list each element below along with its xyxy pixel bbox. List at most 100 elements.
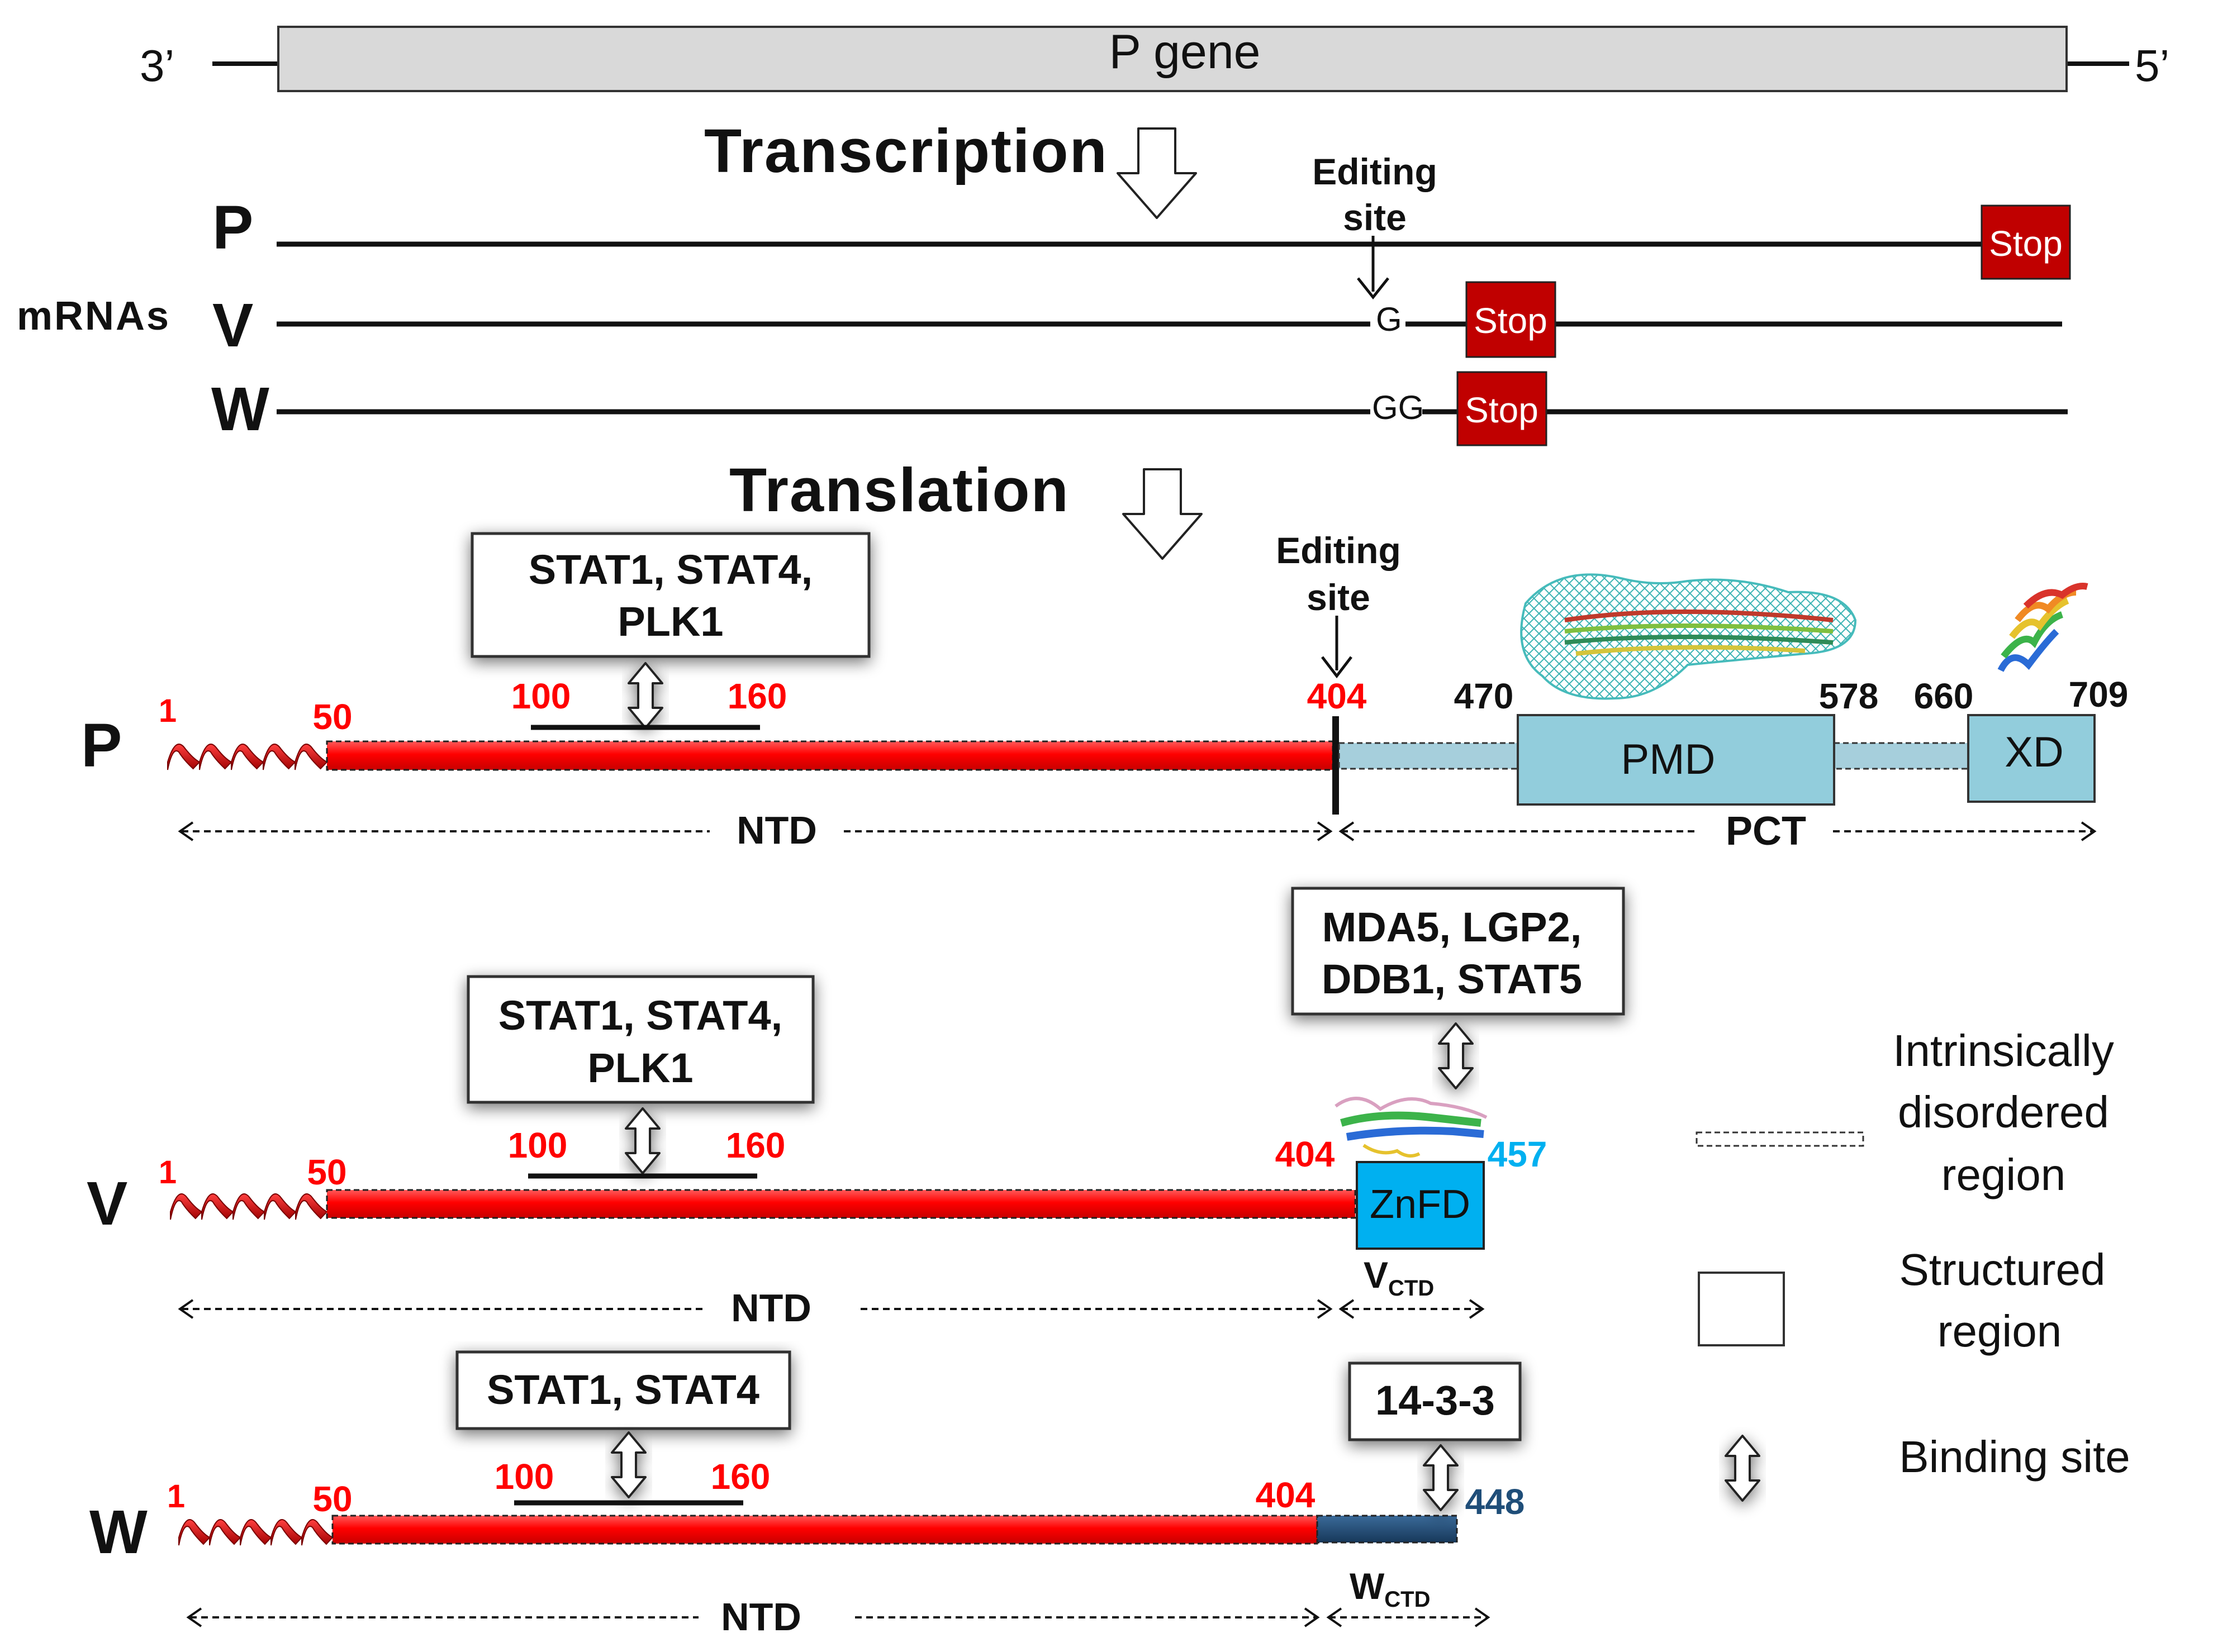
legend-structured-line2: region xyxy=(1937,1306,2062,1356)
p-n-terminal-helix xyxy=(167,744,328,770)
v-ctd-partners-line2: DDB1, STAT5 xyxy=(1322,956,1582,1002)
mrna-w-stop-label: Stop xyxy=(1465,390,1538,430)
p-pmd-label: PMD xyxy=(1621,736,1716,783)
v-ntd-arrowhead-left-icon xyxy=(178,1299,194,1319)
w-n-terminal-helix xyxy=(178,1519,334,1546)
w-ctd-label-main: W xyxy=(1350,1565,1385,1607)
p-editing-site-label-2: site xyxy=(1307,577,1370,618)
helix-turn xyxy=(270,1519,303,1546)
p-ntd-arrowhead-left-icon xyxy=(178,821,194,841)
p-pct-arrowhead-left-icon xyxy=(1338,821,1355,841)
v-ctd-arrowhead-left-icon xyxy=(1338,1299,1355,1319)
v-ctd-label-main: V xyxy=(1364,1254,1388,1296)
v-ctd-partners-line1: MDA5, LGP2, xyxy=(1322,904,1582,950)
helix-turn xyxy=(231,744,264,770)
legend-disordered-swatch xyxy=(1696,1131,1864,1147)
w-ctd-label: WCTD xyxy=(1350,1565,1431,1612)
legend-binding-site-icon xyxy=(1725,1435,1760,1502)
w-ctd-bar xyxy=(1316,1515,1458,1544)
gene-5prime-label: 5’ xyxy=(2135,41,2169,91)
v-binding-partners-box xyxy=(467,975,815,1104)
w-bind-end-number: 160 xyxy=(711,1456,771,1497)
p-edit-number: 404 xyxy=(1307,676,1367,716)
transcription-arrow-icon xyxy=(1117,127,1197,219)
helix-turn xyxy=(170,1193,203,1220)
mrna-v-stop-box xyxy=(1465,281,1556,358)
v-n-terminal-helix xyxy=(170,1193,328,1220)
w-binding-site-arrow-icon xyxy=(611,1431,647,1498)
v-ntd-arrowhead-right-icon xyxy=(1317,1299,1333,1319)
v-bind-start-number: 100 xyxy=(508,1125,568,1165)
p-pmd-box xyxy=(1517,714,1835,806)
v-ctd-partners-box xyxy=(1291,887,1625,1016)
mrna-editing-arrow-head-icon xyxy=(1357,277,1389,300)
v-znfd-label: ZnFD xyxy=(1370,1182,1470,1227)
gene-3prime-label: 3’ xyxy=(140,41,174,91)
p-ntd-label: NTD xyxy=(737,808,817,852)
v-ctd-arrowhead-right-icon xyxy=(1469,1299,1485,1319)
znfd-structure-image xyxy=(1335,1097,1488,1158)
v-binding-site-arrow-icon xyxy=(625,1107,661,1174)
w-ctd-arrowhead-left-icon xyxy=(1326,1607,1342,1627)
p-binding-partners-line2: PLK1 xyxy=(618,598,723,645)
p-xd-end-number: 709 xyxy=(2069,674,2129,715)
mrnas-label: mRNAs xyxy=(17,294,170,339)
p-pct-disordered-a xyxy=(1338,742,1519,770)
w-start-number: 1 xyxy=(167,1478,185,1515)
legend-structured-line1: Structured xyxy=(1899,1245,2105,1294)
p-helix-end-number: 50 xyxy=(312,697,352,737)
protein-p-name: P xyxy=(81,711,122,780)
v-start-number: 1 xyxy=(159,1154,177,1191)
legend-disordered-line1: Intrinsically xyxy=(1893,1026,2114,1075)
p-pct-disordered-b xyxy=(1833,742,1969,770)
v-ntd-label: NTD xyxy=(731,1286,811,1330)
mrna-p-stop-label: Stop xyxy=(1989,223,2063,264)
v-end-number: 457 xyxy=(1488,1134,1547,1174)
mrna-v-insert: G xyxy=(1376,301,1402,338)
helix-turn xyxy=(199,744,232,770)
w-ctd-partners-box xyxy=(1348,1361,1522,1441)
w-binding-partners: STAT1, STAT4 xyxy=(487,1367,759,1413)
legend-binding-site-label: Binding site xyxy=(1899,1432,2130,1482)
legend: Intrinsically disordered region Structur… xyxy=(1696,1026,2130,1502)
v-ctd-label: VCTD xyxy=(1364,1254,1434,1301)
p-pct-arrowhead-right-icon xyxy=(2081,821,2097,841)
mrna-w-insert: GG xyxy=(1372,389,1424,426)
mrna-w-name: W xyxy=(211,375,269,444)
w-ctd-binding-arrow-icon xyxy=(1423,1444,1459,1511)
helix-turn xyxy=(232,1193,265,1220)
v-helix-end-number: 50 xyxy=(307,1152,346,1192)
helix-turn xyxy=(301,1519,334,1546)
p-pmd-start-number: 470 xyxy=(1454,676,1514,716)
helix-turn xyxy=(178,1519,211,1546)
helix-turn xyxy=(264,1193,297,1220)
v-ntd-bar xyxy=(326,1189,1356,1219)
w-ntd-arrowhead-left-icon xyxy=(186,1607,202,1627)
pmd-structure-image xyxy=(1520,573,1857,700)
p-gene-box xyxy=(277,26,2068,92)
p-bind-start-number: 100 xyxy=(511,676,571,716)
p-xd-start-number: 660 xyxy=(1914,676,1974,716)
p-ntd-arrowhead-right-icon xyxy=(1317,821,1333,841)
w-ctd-label-sub: CTD xyxy=(1384,1587,1430,1612)
v-edit-number: 404 xyxy=(1275,1134,1335,1174)
p-bind-end-number: 160 xyxy=(728,676,787,716)
p-binding-site-arrow-icon xyxy=(628,662,663,729)
v-binding-partners-line2: PLK1 xyxy=(587,1045,693,1091)
p-ntd-bar xyxy=(326,740,1334,771)
v-binding-partners-line1: STAT1, STAT4, xyxy=(498,992,782,1039)
mrna-editing-site-label-2: site xyxy=(1343,197,1407,238)
v-ctd-binding-arrow-icon xyxy=(1438,1022,1474,1089)
legend-structured-swatch xyxy=(1698,1272,1785,1346)
mrna-p-name: P xyxy=(212,193,253,262)
protein-w-name: W xyxy=(89,1498,148,1567)
helix-turn xyxy=(209,1519,241,1546)
helix-turn xyxy=(295,1193,328,1220)
transcription-label: Transcription xyxy=(704,117,1108,185)
legend-disordered-line3: region xyxy=(1941,1150,2065,1199)
p-editing-site-label-1: Editing xyxy=(1276,530,1401,571)
mrna-v-stop-label: Stop xyxy=(1474,301,1547,341)
w-end-number: 448 xyxy=(1465,1482,1525,1522)
